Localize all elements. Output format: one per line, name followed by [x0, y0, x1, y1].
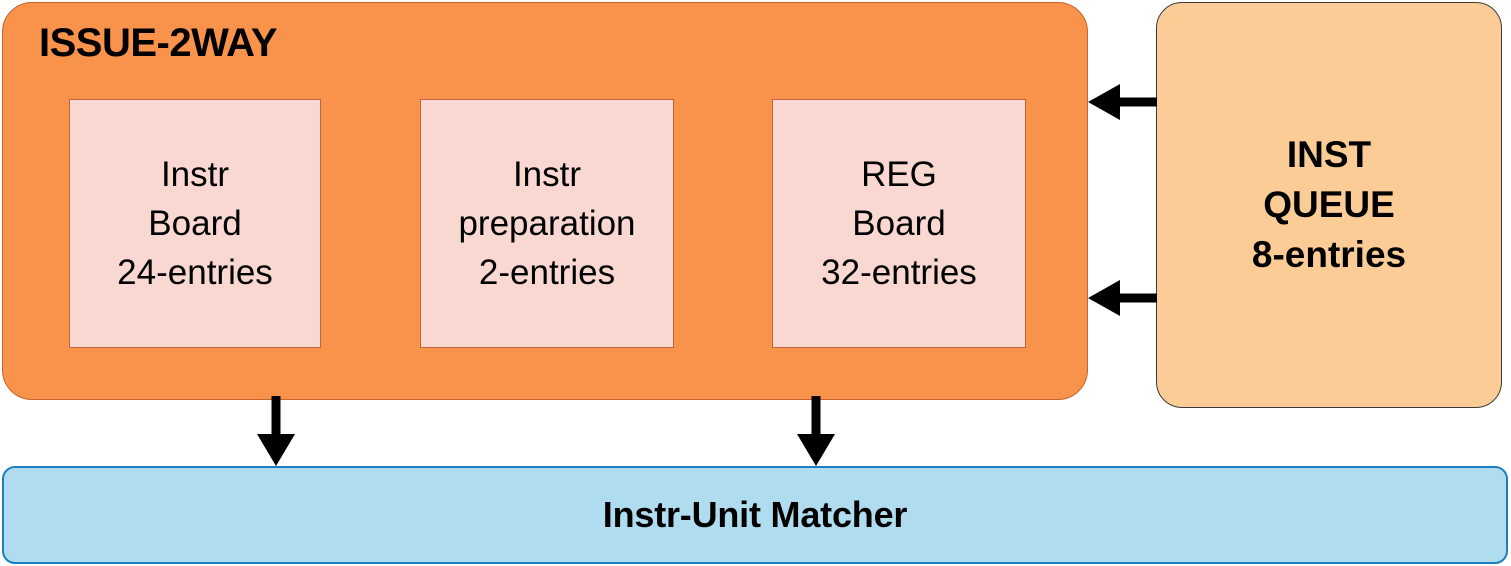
instr-preparation-box: Instr preparation 2-entries	[420, 99, 674, 348]
instr-board-line-1: Instr	[160, 155, 230, 194]
reg-board-line-1: REG	[861, 155, 937, 194]
instr-board-box: Instr Board 24-entries	[69, 99, 321, 348]
instr-preparation-line-2: preparation	[458, 204, 636, 243]
inst-queue-to-issue-top-arrow	[1088, 84, 1157, 120]
inst-queue-line-3: 8-entries	[1251, 234, 1407, 275]
inst-queue-line-2: QUEUE	[1263, 184, 1395, 225]
instr-unit-matcher-block: Instr-Unit Matcher	[2, 466, 1508, 564]
instr-unit-matcher-label: Instr-Unit Matcher	[602, 494, 908, 535]
instr-board-line-2: Board	[148, 204, 242, 243]
reg-board-line-3: 32-entries	[821, 253, 977, 292]
reg-board-to-matcher-arrow	[797, 396, 835, 466]
inst-queue-block: INST QUEUE 8-entries	[1156, 2, 1502, 408]
reg-board-box: REG Board 32-entries	[772, 99, 1026, 348]
issue-2way-title: ISSUE-2WAY	[39, 21, 278, 65]
issue-2way-block: ISSUE-2WAY Instr Board 24-entries Instr …	[2, 2, 1088, 400]
inst-queue-to-issue-bottom-arrow	[1088, 280, 1157, 316]
instr-board-line-3: 24-entries	[117, 253, 273, 292]
reg-board-line-2: Board	[852, 204, 946, 243]
inst-queue-line-1: INST	[1286, 134, 1372, 175]
instr-preparation-line-3: 2-entries	[478, 253, 616, 292]
instr-board-to-matcher-arrow	[257, 396, 295, 466]
instr-preparation-line-1: Instr	[512, 155, 582, 194]
